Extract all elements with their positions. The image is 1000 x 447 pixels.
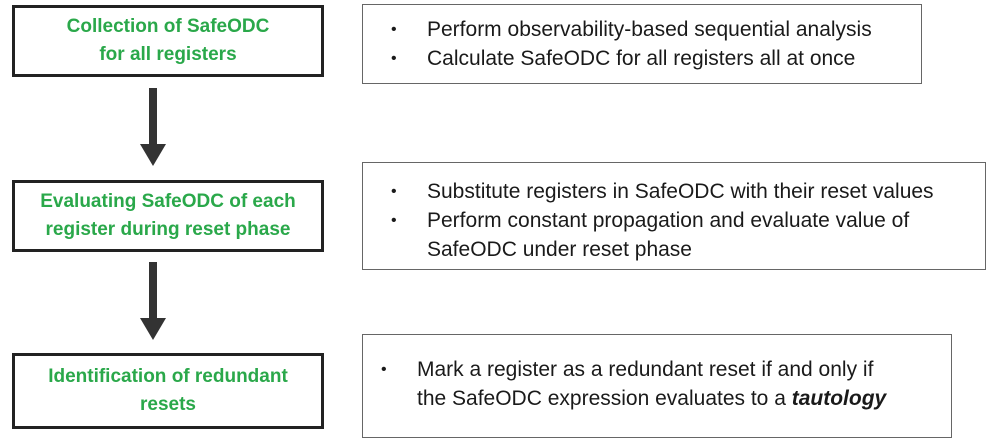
bullet-icon: • xyxy=(391,212,397,229)
step-title-line: register during reset phase xyxy=(45,219,291,240)
step-box-identification: Identification of redundant resets xyxy=(12,353,324,429)
bullet-text: Perform constant propagation and evaluat… xyxy=(427,209,910,232)
step-title-line: resets xyxy=(139,394,196,415)
step-title-collection: Collection of SafeODC for all registers xyxy=(67,13,270,69)
bullet-list: • Mark a register as a redundant reset i… xyxy=(363,355,951,413)
description-box-evaluating: • Substitute registers in SafeODC with t… xyxy=(362,162,986,270)
list-item: • Substitute registers in SafeODC with t… xyxy=(363,177,985,206)
bullet-icon: • xyxy=(381,361,387,378)
emphasis-text: tautology xyxy=(791,387,887,410)
step-box-collection: Collection of SafeODC for all registers xyxy=(12,5,324,77)
bullet-text: SafeODC under reset phase xyxy=(427,238,692,261)
down-arrow-icon xyxy=(140,88,166,166)
list-item: • Perform constant propagation and evalu… xyxy=(363,206,985,264)
step-title-identification: Identification of redundant resets xyxy=(48,363,288,419)
step-title-line: Identification of redundant xyxy=(48,366,288,387)
bullet-list: • Perform observability-based sequential… xyxy=(363,15,921,73)
list-item: • Calculate SafeODC for all registers al… xyxy=(363,44,921,73)
bullet-text: Mark a register as a redundant reset if … xyxy=(417,358,874,381)
bullet-text: Perform observability-based sequential a… xyxy=(427,18,872,41)
bullet-icon: • xyxy=(391,21,397,38)
bullet-text-with-emphasis: the SafeODC expression evaluates to a ta… xyxy=(417,384,951,413)
bullet-icon: • xyxy=(391,183,397,200)
description-box-collection: • Perform observability-based sequential… xyxy=(362,4,922,84)
bullet-list: • Substitute registers in SafeODC with t… xyxy=(363,177,985,264)
bullet-icon: • xyxy=(391,50,397,67)
bullet-text: Calculate SafeODC for all registers all … xyxy=(427,47,856,70)
step-title-line: Collection of SafeODC xyxy=(66,16,270,37)
step-title-evaluating: Evaluating SafeODC of each register duri… xyxy=(40,188,296,244)
list-item: • Perform observability-based sequential… xyxy=(363,15,921,44)
down-arrow-icon xyxy=(140,262,166,340)
step-box-evaluating: Evaluating SafeODC of each register duri… xyxy=(12,180,324,252)
list-item: • Mark a register as a redundant reset i… xyxy=(363,355,951,413)
description-box-identification: • Mark a register as a redundant reset i… xyxy=(362,334,952,438)
bullet-text: the SafeODC expression evaluates to a xyxy=(417,387,792,410)
step-title-line: Evaluating SafeODC of each xyxy=(40,191,296,212)
step-title-line: for all registers xyxy=(99,44,237,65)
bullet-text: Substitute registers in SafeODC with the… xyxy=(427,180,934,203)
